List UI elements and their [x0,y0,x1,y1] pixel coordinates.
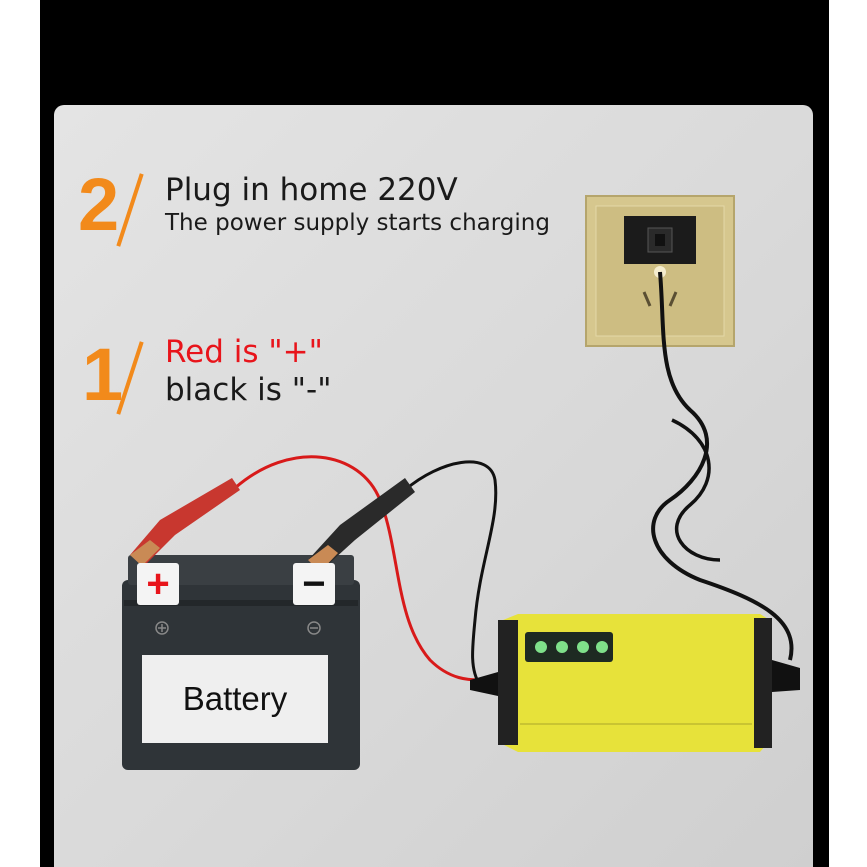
red-cable [234,455,481,682]
charger-unit-icon [470,614,800,752]
step-1-black-rule: black is "-" [165,372,332,408]
black-clamp-icon [308,478,415,572]
step-1-red-rule: Red is "+" [165,334,323,370]
positive-terminal-sign: + [137,563,179,605]
step-2-subtitle: The power supply starts charging [165,210,550,236]
wall-socket-icon [585,195,735,347]
mains-cable [651,271,794,661]
negative-terminal-sign: − [293,563,335,605]
red-clamp-icon [130,478,240,566]
step-2-number: 2 [78,163,120,246]
step-1-number: 1 [82,333,124,416]
step-2-title: Plug in home 220V [165,172,458,208]
battery-label: Battery [142,655,328,743]
black-cable [404,460,498,686]
